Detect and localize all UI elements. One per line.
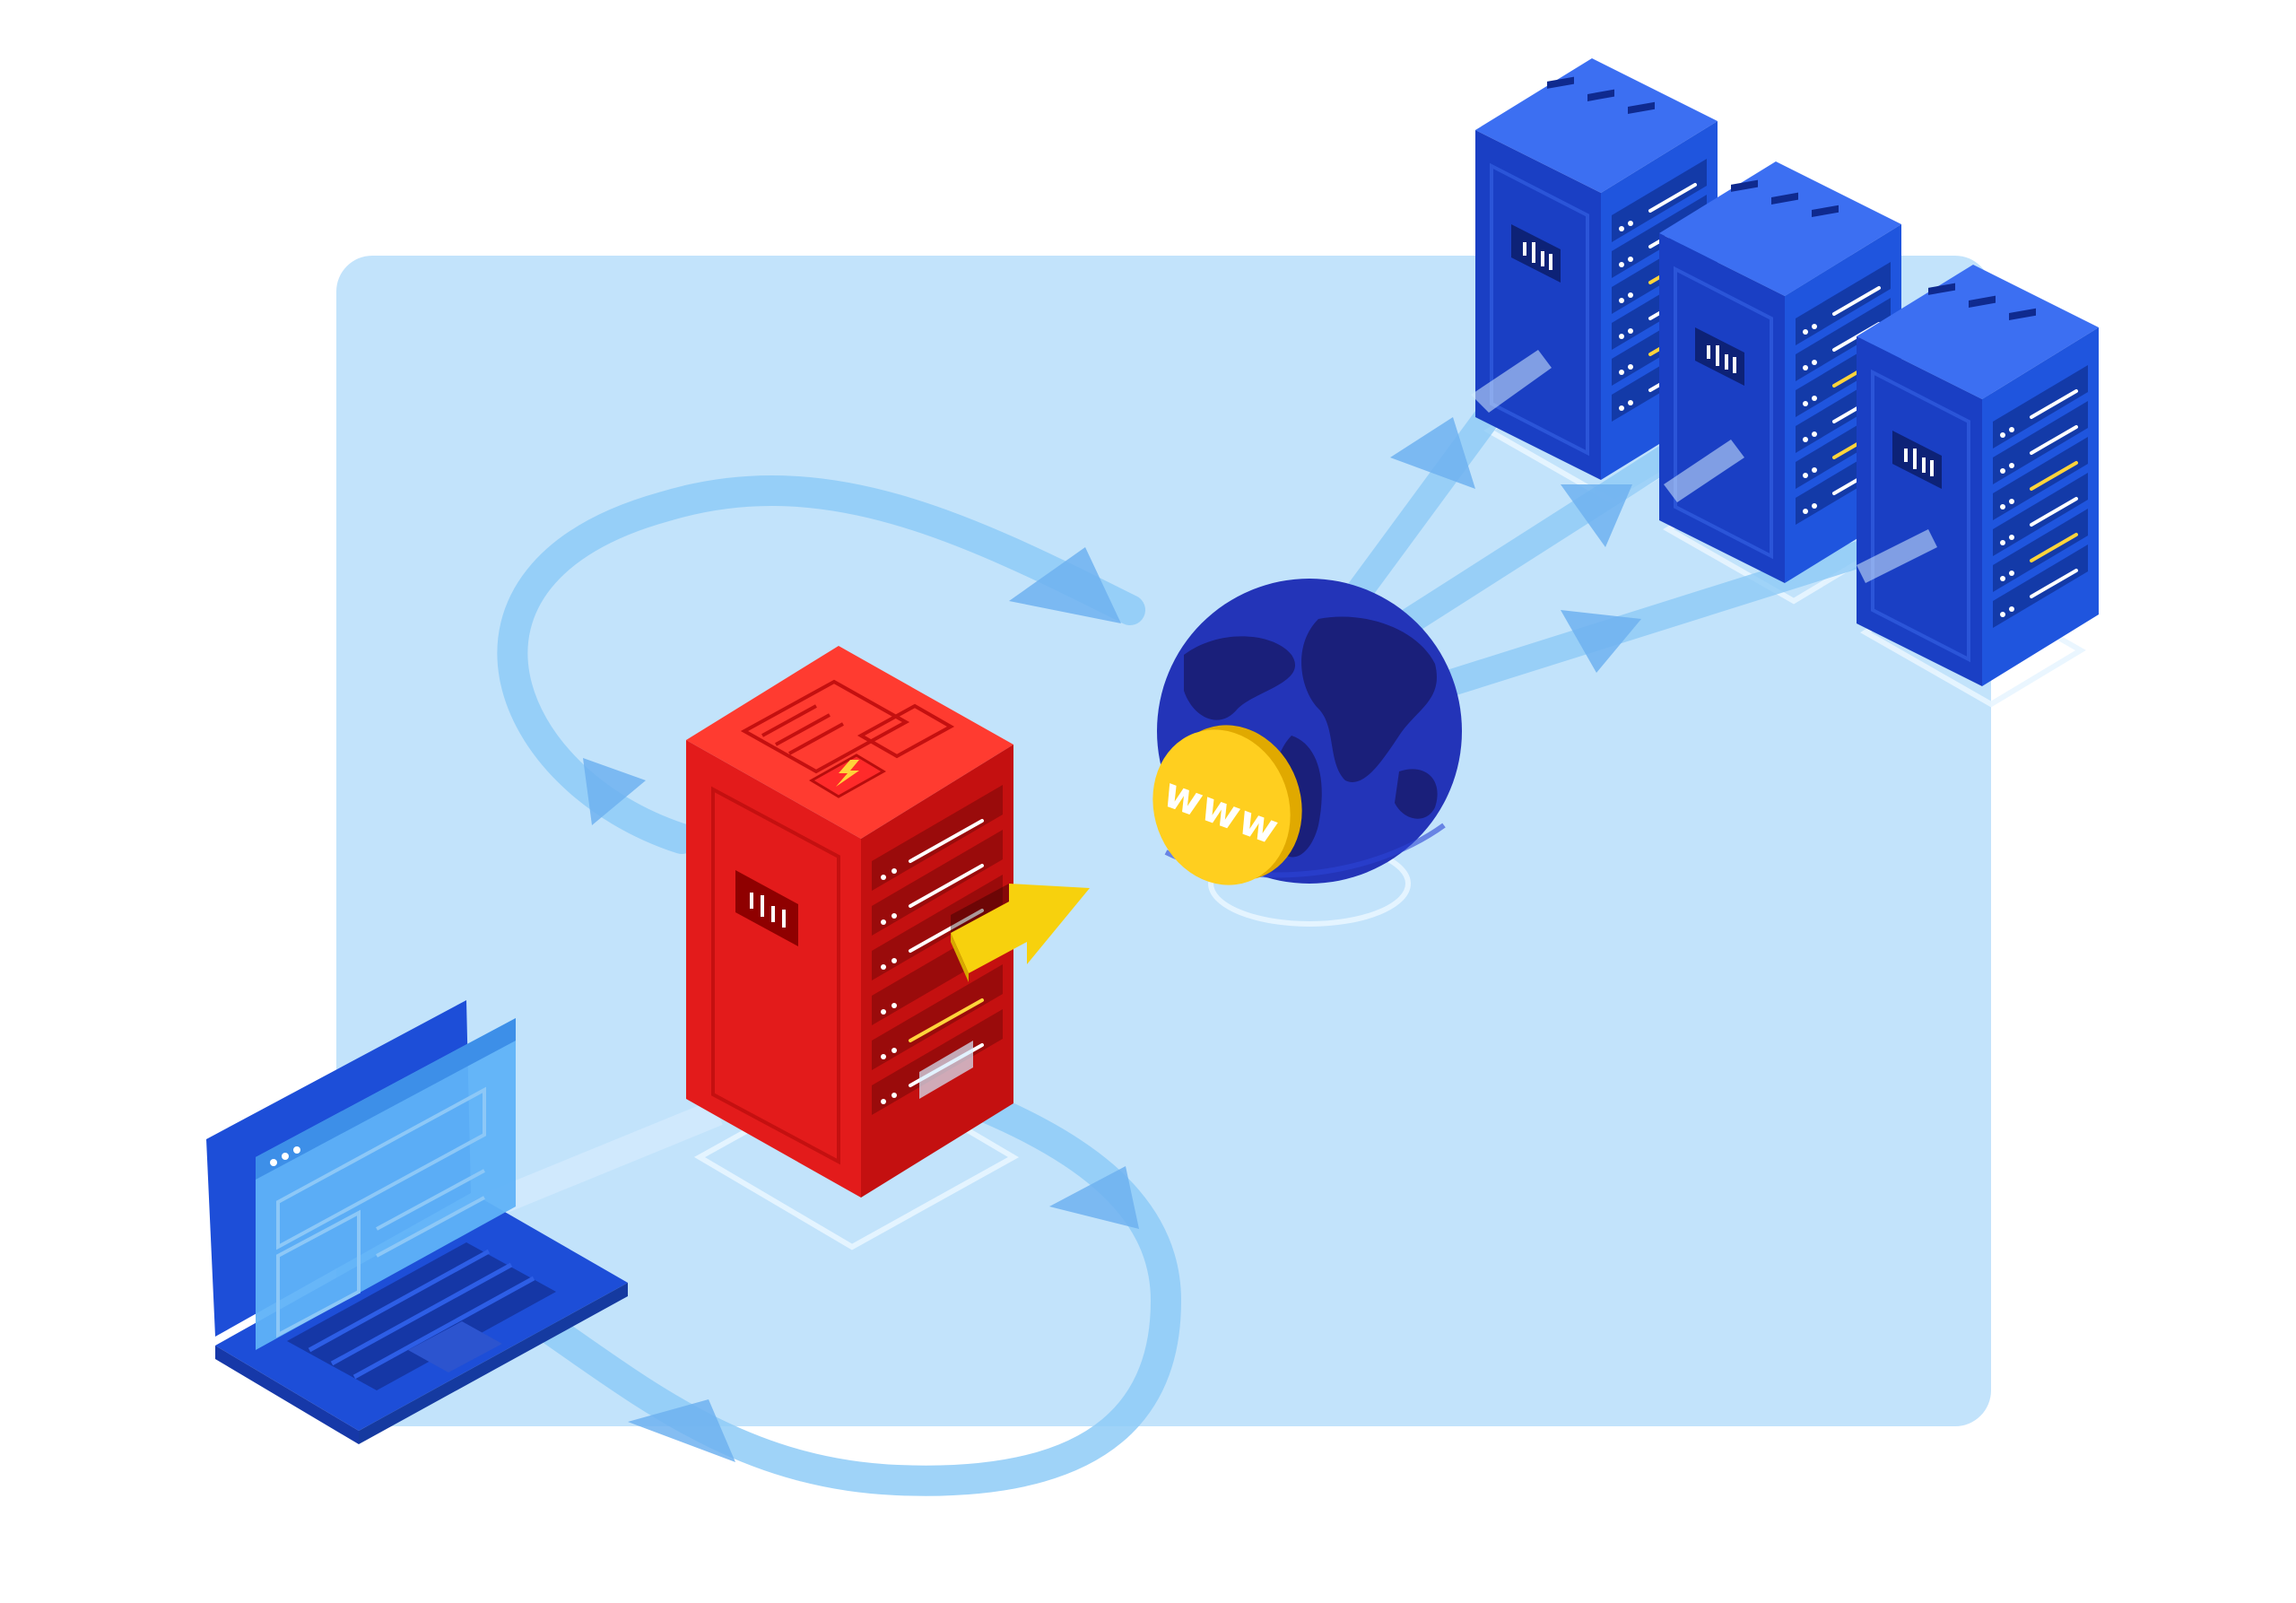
www-badge: www — [1152, 725, 1302, 885]
target-server-3 — [1855, 263, 2100, 688]
arrow-right-icon — [951, 884, 1090, 982]
arrow-heads — [583, 417, 1641, 1462]
proxy-server — [686, 646, 1013, 1198]
server-beams — [1471, 350, 1937, 583]
lightning-icon — [809, 754, 886, 798]
flow-beam — [919, 1041, 973, 1099]
laptop-icon — [206, 1000, 628, 1444]
bar-chart-icon — [735, 870, 798, 946]
